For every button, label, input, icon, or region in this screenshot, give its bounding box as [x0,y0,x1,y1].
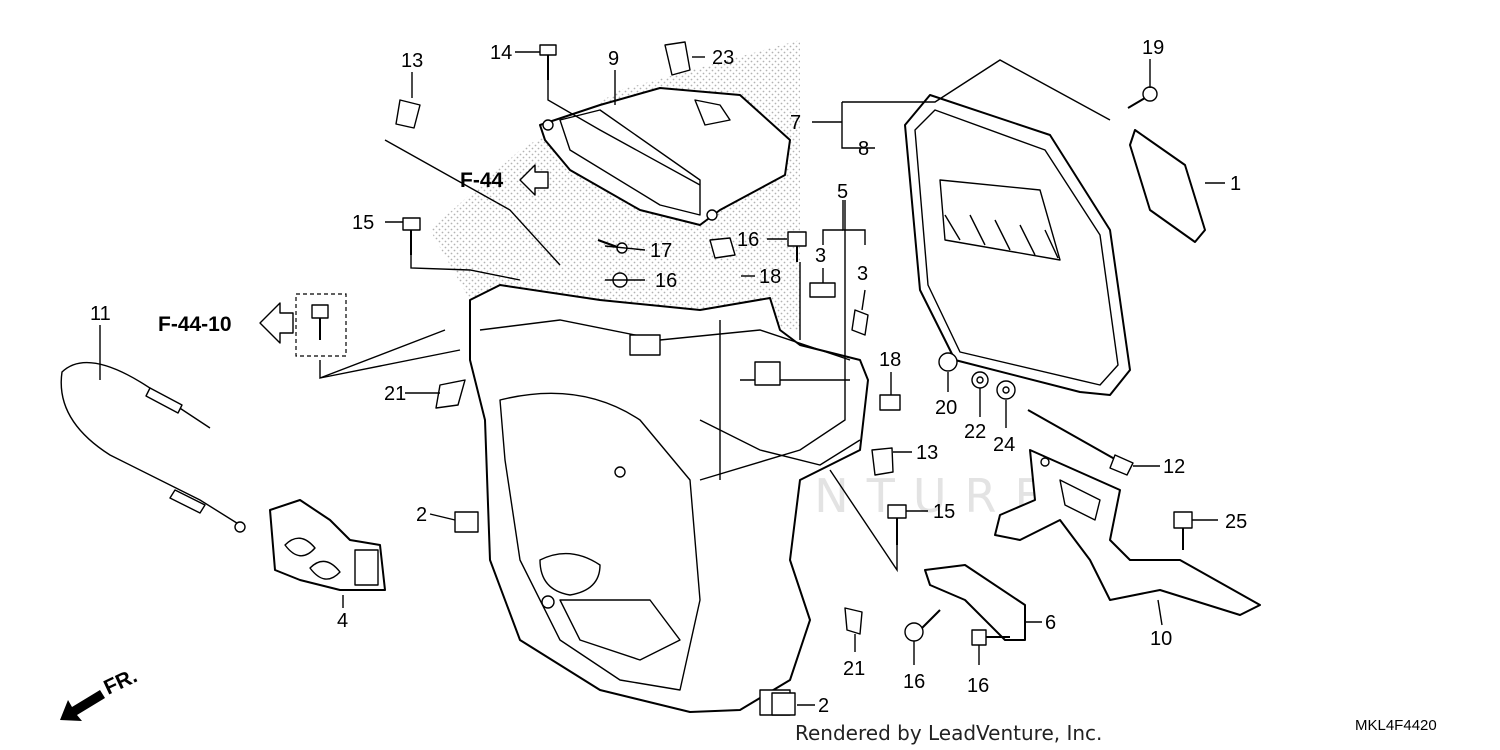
callout-13-right: 13 [916,442,938,464]
callout-4: 4 [337,610,348,632]
clip-21-bottom [844,607,863,635]
bolt-25 [1173,511,1193,550]
callout-18-top: 18 [759,266,781,288]
air-cleaner-cover [539,87,791,226]
seal-3b [851,309,869,336]
bolt-15-right [887,504,907,545]
callout-19: 19 [1142,37,1164,59]
callout-16-bottom-a: 16 [903,671,925,693]
front-label: FR. [100,664,140,699]
front-direction-indicator: FR. [60,664,141,721]
callout-12: 12 [1163,456,1185,478]
callout-5: 5 [837,181,848,203]
callout-17: 17 [650,240,672,262]
collar-13-top [395,99,421,129]
callout-23: 23 [712,47,734,69]
screw-19 [1127,86,1158,109]
ref-f44-label[interactable]: F-44 [460,169,504,192]
render-credit: Rendered by LeadVenture, Inc. [795,721,1102,745]
callout-14: 14 [490,42,512,64]
bolt-18-top [709,237,736,259]
washer-22 [971,371,989,389]
bolt-f4410 [295,293,347,357]
callout-13-top: 13 [401,50,423,72]
bolt-18-right [879,394,901,411]
leader-lines [99,51,1225,706]
latch-assembly [269,499,386,591]
callout-20: 20 [935,397,957,419]
bolt-16-right [787,231,807,262]
callout-21-bottom: 21 [843,658,865,680]
callout-18-right: 18 [879,349,901,371]
collar-13-right [871,447,894,476]
front-arrow-icon [60,690,105,721]
callout-21-left: 21 [384,383,406,405]
callout-3a: 3 [815,245,826,267]
bolt-16-bottom-b [971,629,1010,646]
washer-24 [996,380,1016,400]
callout-6: 6 [1045,612,1056,634]
bolt-14 [539,44,557,80]
callout-7: 7 [790,112,801,134]
plate-6 [924,564,1026,641]
callout-8: 8 [858,138,869,160]
callout-24: 24 [993,434,1015,456]
callout-16-mid: 16 [655,270,677,292]
callout-22: 22 [964,421,986,443]
callout-15-right: 15 [933,501,955,523]
callout-2-left: 2 [416,504,427,526]
left-arrow-icon [519,164,549,196]
callout-25: 25 [1225,511,1247,533]
callout-1: 1 [1230,173,1241,195]
clip-21-left [435,379,466,409]
air-cleaner-case [469,284,869,716]
callout-11: 11 [90,303,111,325]
bolt-16-bottom-a [904,609,941,642]
cable [60,361,246,533]
air-filter-element [904,94,1131,396]
bolt-15-left [402,217,421,255]
nut-20 [938,352,958,372]
clip-23 [664,41,691,76]
callout-3b: 3 [857,263,868,285]
ref-f4410-arrow[interactable]: F-44-10 [158,302,294,344]
callout-2-bottom: 2 [818,695,829,717]
callout-15-left: 15 [352,212,374,234]
long-bolt [1027,409,1134,476]
callout-16-right: 16 [737,229,759,251]
grommet-2-left [454,511,479,533]
bracket [994,449,1261,616]
grommet-2-bottom [771,692,796,716]
ref-f44-arrow[interactable]: F-44 [460,164,549,196]
callout-16-bottom-b: 16 [967,675,989,697]
callout-9: 9 [608,48,619,70]
seal-3a [809,282,836,298]
callout-10: 10 [1150,628,1172,650]
left-arrow-icon [259,302,294,344]
diagram-code: MKL4F4420 [1355,717,1437,734]
gasket [1129,129,1206,243]
ref-f4410-label[interactable]: F-44-10 [158,313,232,336]
